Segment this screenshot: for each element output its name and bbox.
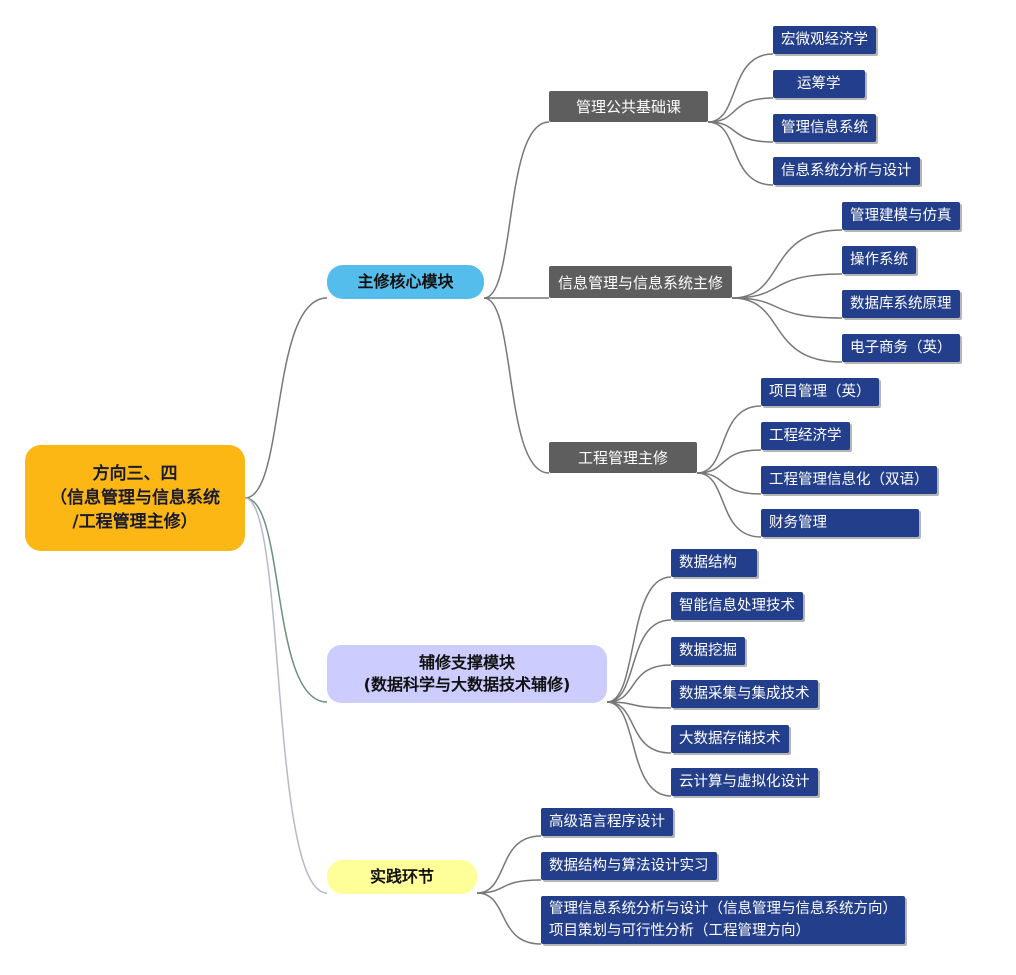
group-label: 管理公共基础课 xyxy=(575,98,681,116)
course-link xyxy=(606,701,672,797)
module-minor-support[interactable]: 辅修支撑模块 (数据科学与大数据技术辅修) xyxy=(327,645,607,703)
module-label: 主修核心模块 xyxy=(357,272,454,291)
course-node[interactable]: 云计算与虚拟化设计 xyxy=(671,768,818,796)
course-node[interactable]: 数据采集与集成技术 xyxy=(671,680,818,708)
module-label: 实践环节 xyxy=(369,867,434,886)
group-management-foundation[interactable]: 管理公共基础课 xyxy=(549,91,708,122)
root-subtitle-1: （信息管理与信息系统 xyxy=(50,488,220,508)
module-link xyxy=(483,297,550,474)
course-node[interactable]: 数据挖掘 xyxy=(671,637,745,665)
root-title: 方向三、四 xyxy=(92,464,178,484)
course-node[interactable]: 大数据存储技术 xyxy=(671,725,789,753)
course-node[interactable]: 智能信息处理技术 xyxy=(671,592,803,620)
group-engineering-management-major[interactable]: 工程管理主修 xyxy=(549,442,697,473)
course-node[interactable]: 管理信息系统 xyxy=(773,114,876,142)
course-node[interactable]: 管理建模与仿真 xyxy=(842,202,960,230)
root-link xyxy=(244,497,328,894)
module-practice[interactable]: 实践环节 xyxy=(327,860,477,894)
root-subtitle-2: /工程管理主修） xyxy=(72,512,198,532)
course-node[interactable]: 电子商务（英） xyxy=(842,334,960,362)
course-link xyxy=(606,701,672,754)
root-link xyxy=(244,497,328,703)
course-link xyxy=(707,97,774,123)
course-link xyxy=(476,835,542,894)
module-major-core[interactable]: 主修核心模块 xyxy=(327,265,484,299)
course-link xyxy=(476,879,542,894)
course-node[interactable]: 数据结构 xyxy=(671,549,757,577)
course-link xyxy=(606,701,672,709)
module-sublabel: (数据科学与大数据技术辅修) xyxy=(363,675,571,694)
group-info-management-major[interactable]: 信息管理与信息系统主修 xyxy=(549,266,732,298)
module-label: 辅修支撑模块 xyxy=(418,653,515,672)
course-line: 项目策划与可行性分析（工程管理方向） xyxy=(549,923,810,939)
course-line: 管理信息系统分析与设计（信息管理与信息系统方向） xyxy=(549,901,897,917)
course-node[interactable]: 财务管理 xyxy=(761,509,919,537)
course-node[interactable]: 数据库系统原理 xyxy=(842,290,960,318)
course-link xyxy=(606,619,672,703)
root-node[interactable]: 方向三、四 （信息管理与信息系统 /工程管理主修） xyxy=(25,445,245,551)
course-link xyxy=(606,576,672,703)
course-node[interactable]: 宏微观经济学 xyxy=(773,26,876,54)
course-link xyxy=(696,405,762,474)
course-link xyxy=(707,53,774,123)
course-link xyxy=(707,121,774,143)
course-node[interactable]: 运筹学 xyxy=(773,70,865,98)
course-node-multiline[interactable]: 管理信息系统分析与设计（信息管理与信息系统方向） 项目策划与可行性分析（工程管理… xyxy=(541,896,905,944)
course-link xyxy=(696,472,762,538)
course-node[interactable]: 操作系统 xyxy=(842,246,916,274)
course-node[interactable]: 高级语言程序设计 xyxy=(541,808,673,836)
course-node[interactable]: 项目管理（英） xyxy=(761,378,879,406)
course-node[interactable]: 数据结构与算法设计实习 xyxy=(541,852,717,880)
course-link xyxy=(707,121,774,186)
course-node[interactable]: 工程管理信息化（双语） xyxy=(761,466,937,494)
course-node[interactable]: 信息系统分析与设计 xyxy=(773,157,920,185)
course-link xyxy=(731,273,843,299)
group-label: 信息管理与信息系统主修 xyxy=(557,273,723,292)
course-node[interactable]: 工程经济学 xyxy=(761,422,850,450)
group-label: 工程管理主修 xyxy=(577,449,668,467)
course-link xyxy=(696,472,762,495)
course-link xyxy=(731,297,843,319)
course-link xyxy=(731,297,843,363)
course-link xyxy=(476,892,542,945)
course-link xyxy=(731,229,843,299)
course-link xyxy=(696,449,762,474)
course-link xyxy=(606,664,672,703)
root-link xyxy=(244,297,328,499)
module-link xyxy=(483,121,550,299)
